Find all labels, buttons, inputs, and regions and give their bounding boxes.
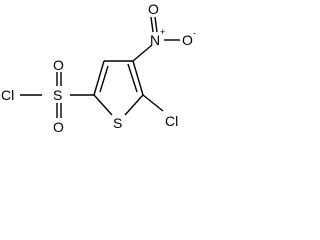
atom-cl-sulfonyl: Cl [1,87,14,103]
bond-c2-s-ring [93,94,113,116]
bond-n-o-top-a [150,16,154,33]
nitro-plus-charge: + [160,27,165,37]
bond-c3-c2 [93,60,105,96]
atom-s-sulfonyl: S [53,87,62,103]
bonds [20,16,180,118]
atom-labels: Cl S O O S Cl N + O O - [1,1,196,135]
bond-n-o-top-b [154,16,158,33]
bond-c4-n [132,44,153,62]
bond-c5-cl [142,94,164,112]
bond-c5-c4 [132,60,144,96]
molecule-diagram: Cl S O O S Cl N + O O - [1,1,196,135]
atom-o-sulfonyl-top: O [53,57,64,73]
atom-o-sulfonyl-bottom: O [53,119,64,135]
bond-c5-c4-inner [127,63,138,93]
bond-c3-c2-inner [99,65,109,93]
atom-s-ring: S [113,115,122,131]
atom-o-nitro-right: O [182,32,193,48]
atom-o-nitro-top: O [148,1,159,17]
atom-n-nitro: N [150,32,160,48]
atom-cl-ring: Cl [165,113,178,129]
nitro-minus-charge: - [193,28,196,38]
bond-s-ring-c5 [124,94,144,116]
structure-canvas: Cl S O O S Cl N + O O - [0,0,236,144]
